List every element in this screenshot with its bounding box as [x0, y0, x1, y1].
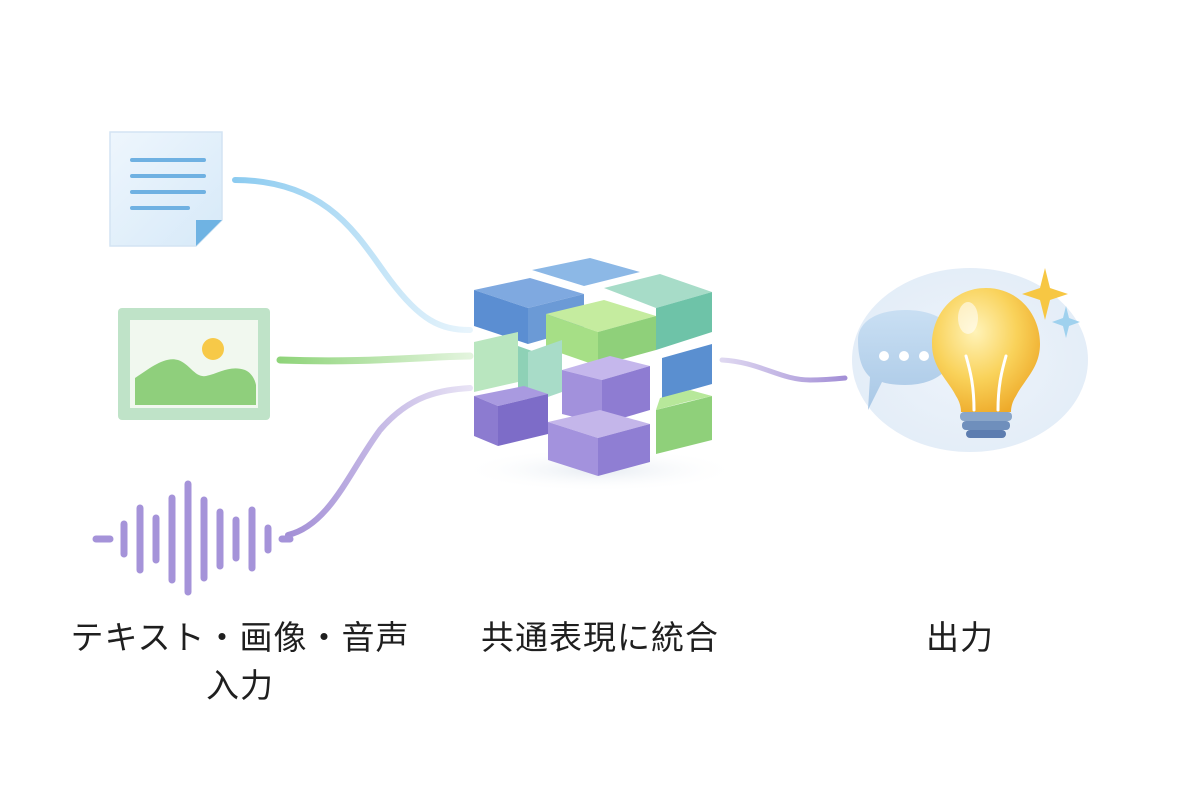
merge-caption: 共通表現に統合 — [481, 618, 719, 657]
input-caption-line1: テキスト・画像・音声 — [70, 618, 410, 657]
input-caption: テキスト・画像・音声 入力 — [30, 614, 450, 710]
input-flows — [232, 177, 474, 538]
lightbulb-icon — [932, 288, 1040, 438]
sparkle-icon — [1022, 268, 1080, 338]
image-icon — [118, 308, 270, 420]
output-cluster — [852, 268, 1088, 452]
image-flow-line — [276, 352, 474, 365]
input-caption-line2: 入力 — [206, 666, 274, 705]
sound-wave-icon — [92, 480, 294, 596]
text-flow-line — [232, 177, 473, 333]
audio-flow-line — [285, 385, 473, 538]
document-icon — [109, 131, 223, 247]
speech-bubble-icon — [858, 310, 955, 410]
block-cube-icon — [460, 258, 740, 492]
output-flow-line — [719, 357, 848, 383]
output-caption: 出力 — [926, 618, 994, 657]
